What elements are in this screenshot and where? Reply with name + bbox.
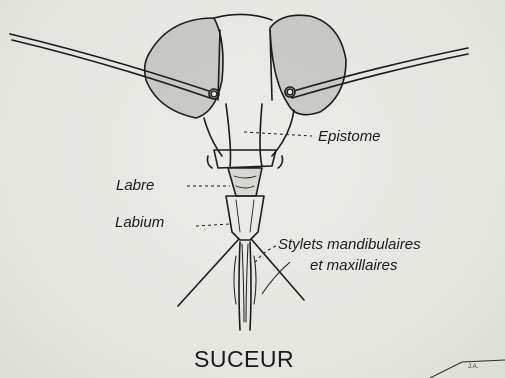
- left-compound-eye: [145, 18, 223, 118]
- label-labium: Labium: [115, 215, 164, 230]
- label-epistome: Epistome: [318, 129, 381, 144]
- labium: [226, 196, 264, 240]
- stylets: [178, 240, 304, 330]
- label-stylets-line1: Stylets mandibulaires: [278, 237, 421, 252]
- epistome-leader: [244, 132, 312, 136]
- right-compound-eye: [270, 15, 346, 114]
- label-labre: Labre: [116, 178, 154, 193]
- labium-leader: [196, 224, 230, 226]
- labrum: [228, 168, 262, 196]
- figure-caption: SUCEUR: [194, 348, 294, 371]
- label-stylets-line2: et maxillaires: [310, 258, 398, 273]
- artist-signature: J.A.: [468, 364, 478, 370]
